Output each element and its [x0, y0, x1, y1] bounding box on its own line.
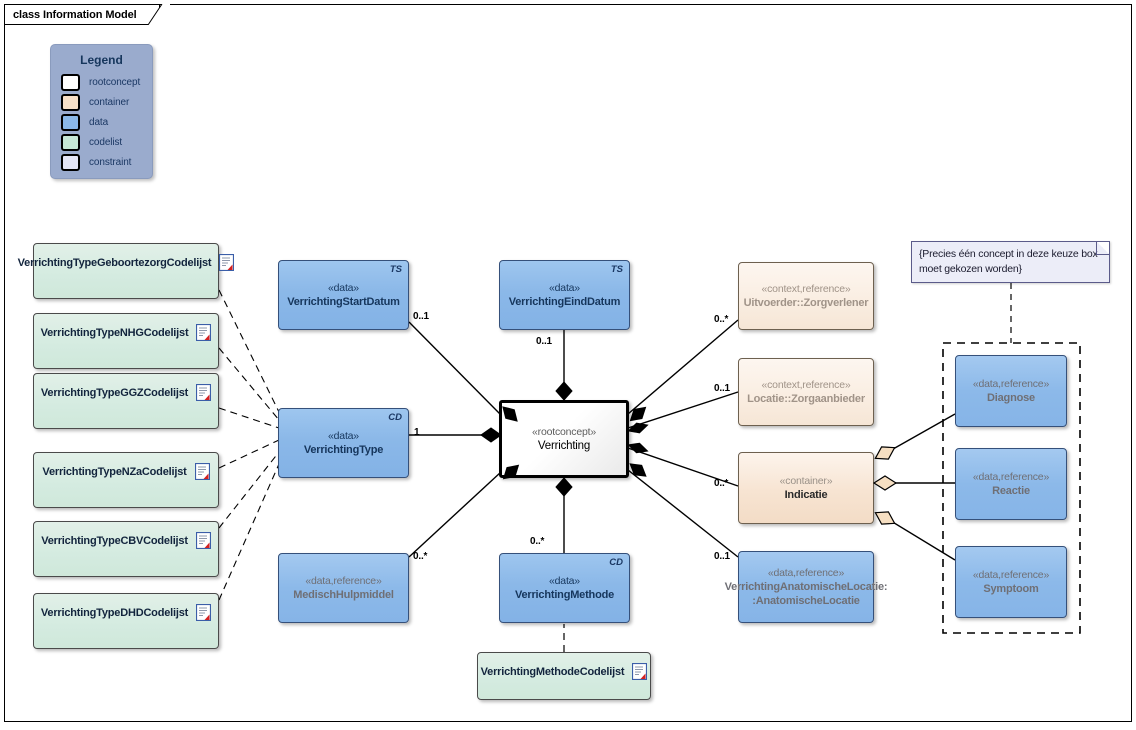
- legend-label-data: data: [89, 117, 109, 128]
- codelist-document-icon: [195, 532, 211, 549]
- codelist-document-icon: [194, 463, 210, 480]
- legend-label-codelist: codelist: [89, 137, 123, 148]
- class-stereotype-label: «data»: [328, 430, 359, 442]
- class-name-label: Uitvoerder::Zorgverlener: [743, 297, 869, 309]
- multiplicity-hulpmiddel: 0..*: [413, 551, 428, 562]
- class-name-label: VerrichtingEindDatum: [508, 296, 621, 308]
- codelist-document-icon: [196, 324, 212, 341]
- legend-item-container: container: [51, 94, 152, 114]
- class-type-tag: CD: [388, 412, 402, 423]
- class-node-verrichtingmethodecodelijst[interactable]: VerrichtingMethodeCodelijst: [477, 652, 651, 700]
- class-node-verrichtingtypenhgcodelijst[interactable]: VerrichtingTypeNHGCodelijst: [33, 313, 219, 369]
- class-stereotype-label: «data,reference»: [972, 471, 1050, 483]
- codelist-document-icon: [219, 254, 235, 271]
- legend-swatch-codelist: [61, 134, 80, 151]
- class-node-verrichtinganatomischelocatie[interactable]: «data,reference» VerrichtingAnatomischeL…: [725, 551, 888, 623]
- codelist-document-icon: [632, 663, 648, 680]
- class-name-label: VerrichtingTypeNHGCodelijst: [40, 326, 189, 339]
- multiplicity-methode: 0..*: [530, 536, 545, 547]
- class-node-verrichting[interactable]: «rootconcept» Verrichting: [499, 400, 629, 478]
- class-name-label: VerrichtingMethodeCodelijst: [480, 665, 625, 678]
- class-node-symptoom[interactable]: «data,reference» Symptoom: [955, 546, 1067, 618]
- class-stereotype-label: «context,reference»: [761, 283, 851, 295]
- legend-item-codelist: codelist: [51, 134, 152, 154]
- legend-label-container: container: [89, 97, 130, 108]
- legend-swatch-container: [61, 94, 80, 111]
- class-name-label: VerrichtingTypeDHDCodelijst: [40, 606, 189, 619]
- class-name-label: Indicatie: [784, 489, 828, 501]
- class-stereotype-label: «data»: [328, 282, 359, 294]
- codelist-document-icon: [196, 604, 212, 621]
- class-name-label: VerrichtingTypeNZaCodelijst: [42, 465, 187, 478]
- legend-panel: Legend rootconcept container data codeli…: [50, 44, 153, 179]
- class-node-verrichtingtypedhdcodelijst[interactable]: VerrichtingTypeDHDCodelijst: [33, 593, 219, 649]
- class-node-indicatie[interactable]: «container» Indicatie: [738, 452, 874, 524]
- constraint-note[interactable]: {Precies één concept in deze keuze box m…: [911, 241, 1110, 283]
- class-stereotype-label: «data,reference»: [767, 567, 845, 579]
- class-name-label: VerrichtingTypeCBVCodelijst: [41, 534, 188, 547]
- legend-item-constraint: constraint: [51, 154, 152, 174]
- class-name-label: VerrichtingTypeGGZCodelijst: [40, 386, 189, 399]
- legend-item-rootconcept: rootconcept: [51, 74, 152, 94]
- class-stereotype-label: «data»: [549, 575, 580, 587]
- class-type-tag: TS: [610, 264, 623, 275]
- multiplicity-indicatie: 0..*: [714, 478, 729, 489]
- multiplicity-uitvoerder: 0..*: [714, 314, 729, 325]
- multiplicity-locatie: 0..1: [714, 383, 730, 394]
- class-name-label: Symptoom: [983, 583, 1039, 595]
- class-name-label: Verrichting: [537, 440, 591, 452]
- codelist-document-icon: [196, 384, 212, 401]
- legend-swatch-data: [61, 114, 80, 131]
- legend-item-data: data: [51, 114, 152, 134]
- class-node-verrichtingeinddatum[interactable]: TS «data» VerrichtingEindDatum: [499, 260, 630, 330]
- class-node-verrichtingtypenzacodelijst[interactable]: VerrichtingTypeNZaCodelijst: [33, 452, 219, 508]
- class-node-diagnose[interactable]: «data,reference» Diagnose: [955, 355, 1067, 427]
- class-name-label: VerrichtingStartDatum: [287, 296, 400, 308]
- class-stereotype-label: «data»: [549, 282, 580, 294]
- legend-swatch-rootconcept: [61, 74, 80, 91]
- diagram-tab-label: class Information Model: [13, 8, 137, 21]
- note-fold-corner-icon: [1096, 242, 1109, 255]
- class-node-verrichtingstartdatum[interactable]: TS «data» VerrichtingStartDatum: [278, 260, 409, 330]
- multiplicity-anatomische-locatie: 0..1: [714, 551, 730, 562]
- class-stereotype-label: «rootconcept»: [532, 426, 596, 438]
- diagram-tab[interactable]: class Information Model: [4, 4, 160, 25]
- class-stereotype-label: «container»: [779, 475, 833, 487]
- legend-label-constraint: constraint: [89, 157, 132, 168]
- class-stereotype-label: «context,reference»: [761, 379, 851, 391]
- class-name-label: Locatie::Zorgaanbieder: [747, 393, 865, 405]
- class-stereotype-label: «data,reference»: [972, 569, 1050, 581]
- class-name-label: Diagnose: [987, 392, 1035, 404]
- class-name-label: VerrichtingMethode: [514, 589, 615, 601]
- class-node-verrichtingtypeggzcodelijst[interactable]: VerrichtingTypeGGZCodelijst: [33, 373, 219, 429]
- class-stereotype-label: «data,reference»: [305, 575, 382, 587]
- legend-swatch-constraint: [61, 154, 80, 171]
- class-node-verrichtingtypecbvcodelijst[interactable]: VerrichtingTypeCBVCodelijst: [33, 521, 219, 577]
- class-type-tag: CD: [609, 557, 623, 568]
- class-node-uitvoerder-zorgverlener[interactable]: «context,reference» Uitvoerder::Zorgverl…: [738, 262, 874, 330]
- class-node-verrichtingtypegeboortezorgcodelijst[interactable]: VerrichtingTypeGeboortezorgCodelijst: [18, 243, 235, 299]
- legend-title: Legend: [80, 53, 123, 67]
- class-name-label: Reactie: [992, 485, 1030, 497]
- class-node-verrichtingmethode[interactable]: CD «data» VerrichtingMethode: [499, 553, 630, 623]
- class-type-tag: TS: [389, 264, 402, 275]
- class-stereotype-label: «data,reference»: [972, 378, 1050, 390]
- class-name-label-line2: :AnatomischeLocatie: [752, 595, 860, 607]
- class-node-reactie[interactable]: «data,reference» Reactie: [955, 448, 1067, 520]
- class-name-label: VerrichtingTypeGeboortezorgCodelijst: [17, 256, 212, 269]
- multiplicity-eind-datum: 0..1: [536, 336, 552, 347]
- class-node-locatie-zorgaanbieder[interactable]: «context,reference» Locatie::Zorgaanbied…: [738, 358, 874, 426]
- multiplicity-type: 1: [414, 427, 420, 438]
- legend-label-rootconcept: rootconcept: [89, 77, 141, 88]
- class-name-label: MedischHulpmiddel: [293, 589, 394, 601]
- multiplicity-start-datum: 0..1: [413, 311, 429, 322]
- constraint-note-text: {Precies één concept in deze keuze box m…: [919, 248, 1098, 275]
- class-node-verrichtingtype[interactable]: CD «data» VerrichtingType: [278, 408, 409, 478]
- class-node-medischhulpmiddel[interactable]: «data,reference» MedischHulpmiddel: [278, 553, 409, 623]
- class-name-label-line1: VerrichtingAnatomischeLocatie:: [724, 581, 888, 593]
- class-name-label: VerrichtingType: [303, 444, 384, 456]
